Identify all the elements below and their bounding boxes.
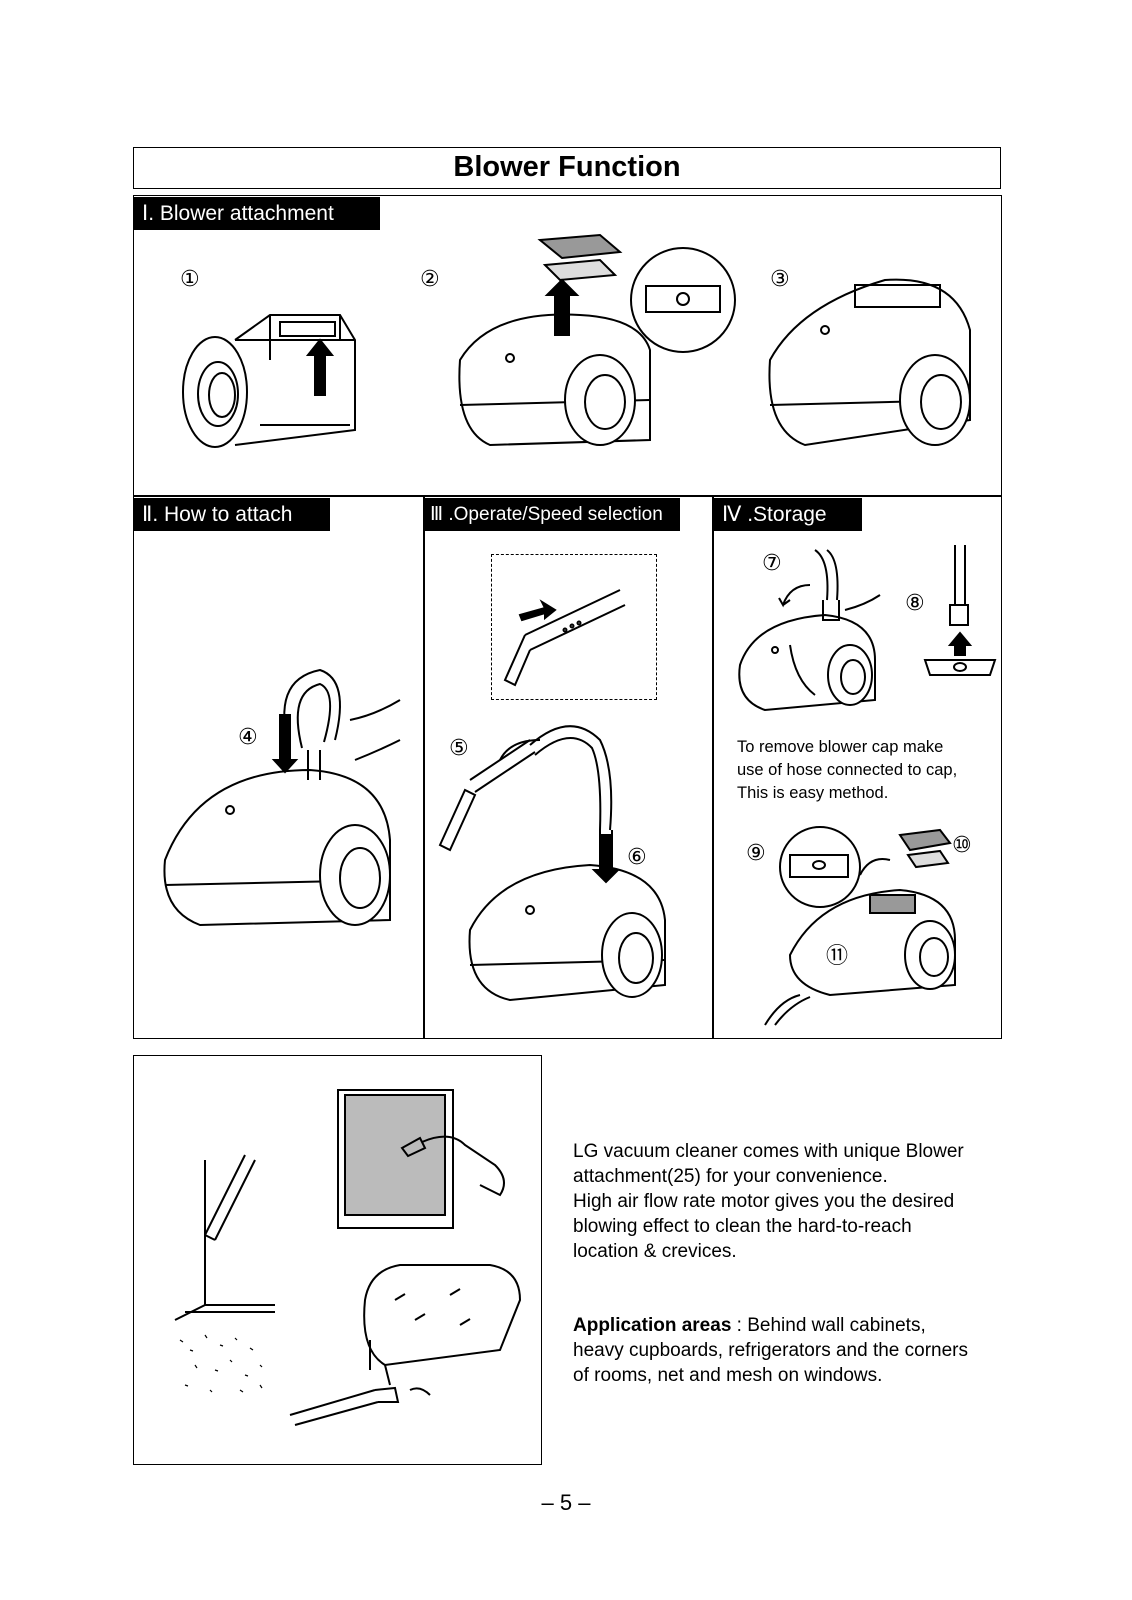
step-6-number: ⑥ [627,845,647,870]
vacuum-filter-removal-illustration [450,230,730,460]
step-4-number: ④ [238,725,258,750]
storage-note-line-3: This is easy method. [737,784,889,802]
description-text: LG vacuum cleaner comes with unique Blow… [573,1139,964,1264]
step-11-number: ⑪ [826,944,849,969]
step-2-number: ② [420,267,440,292]
section-blower-attachment-label: Ⅰ. Blower attachment [134,197,380,230]
storage-note: To remove blower cap make use of hose co… [737,736,957,805]
section-operate-speed-label: Ⅲ .Operate/Speed selection [425,498,680,531]
description-line-4: blowing effect to clean the hard-to-reac… [573,1216,912,1237]
step-1-number: ① [180,267,200,292]
vacuum-closed-illustration [765,270,985,460]
step-7-number: ⑦ [762,551,782,576]
vacuum-rear-illustration [180,300,380,460]
page-number: – 5 – [541,1490,591,1515]
application-heading: Application areas [573,1315,732,1336]
step-3-number: ③ [770,267,790,292]
hose-attach-illustration [160,660,410,960]
description-line-3: High air flow rate motor gives you the d… [573,1191,955,1212]
application-illustration-panel [133,1055,542,1465]
step-10-number: ⑩ [952,833,972,858]
storage-note-line-2: use of hose connected to cap, [737,761,958,779]
room-corner-scene-illustration [160,1090,530,1455]
application-line-2: heavy cupboards, refrigerators and the c… [573,1340,968,1361]
application-areas-text: Application areas : Behind wall cabinets… [573,1313,968,1388]
section-storage-label: Ⅳ .Storage [714,498,862,531]
step-8-number: ⑧ [905,591,925,616]
section-how-to-attach-label: Ⅱ. How to attach [134,498,330,531]
storage-note-line-1: To remove blower cap make [737,738,944,756]
description-line-2: attachment(25) for your convenience. [573,1166,888,1187]
cap-on-tube-illustration [920,545,1000,690]
step-9-number: ⑨ [746,841,766,866]
attach-operate-storage-panel [133,495,1002,1039]
storage-refit-illustration [760,825,980,1025]
panel-divider-1 [423,495,425,1039]
application-line-1-rest: : Behind wall cabinets, [731,1315,926,1336]
blower-attachment-panel [133,195,1002,497]
page-title: Blower Function [133,147,1001,189]
application-line-1: Application areas : Behind wall cabinets… [573,1313,968,1338]
application-line-3: of rooms, net and mesh on windows. [573,1365,883,1386]
operate-blower-illustration [440,720,680,1010]
panel-divider-2 [712,495,714,1039]
description-line-5: location & crevices. [573,1241,737,1262]
step-5-number: ⑤ [449,736,469,761]
description-line-1: LG vacuum cleaner comes with unique Blow… [573,1141,964,1162]
speed-selection-detail-box [491,554,657,700]
storage-remove-illustration [735,550,885,715]
speed-handle-detail-illustration [500,580,650,690]
